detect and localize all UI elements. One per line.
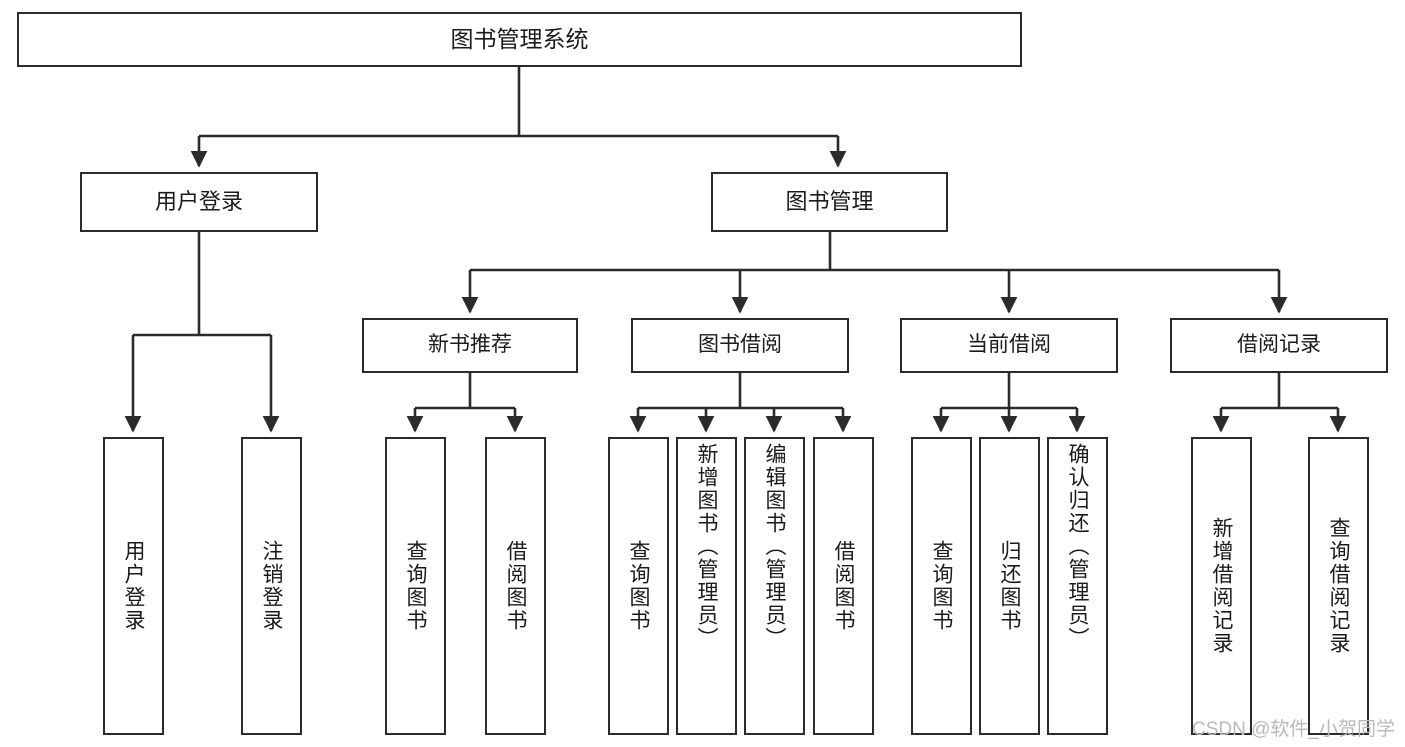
node-leaf-add-record[interactable]: 新增借阅记录	[1191, 437, 1252, 735]
node-leaf-query-book-3[interactable]: 查询图书	[911, 437, 972, 735]
node-leaf-borrow-book-1[interactable]: 借阅图书	[485, 437, 546, 735]
node-leaf-query-record[interactable]: 查询借阅记录	[1308, 437, 1369, 735]
node-label: 借阅图书	[832, 540, 855, 632]
node-leaf-borrow-book-2[interactable]: 借阅图书	[813, 437, 874, 735]
csdn-watermark: CSDN @软件_小贺同学	[1192, 719, 1395, 740]
node-leaf-query-book-2[interactable]: 查询图书	[608, 437, 669, 735]
node-label: 新增图书（管理员）	[695, 443, 718, 650]
node-label: 编辑图书（管理员）	[763, 443, 786, 650]
node-label: 查询图书	[627, 540, 650, 632]
node-label: 新书推荐	[428, 333, 512, 357]
node-root-system[interactable]: 图书管理系统	[17, 12, 1022, 67]
node-leaf-user-logout[interactable]: 注销登录	[241, 437, 302, 735]
node-label: 借阅记录	[1237, 333, 1321, 357]
node-book-borrow[interactable]: 图书借阅	[631, 318, 849, 373]
node-leaf-user-login[interactable]: 用户登录	[103, 437, 164, 735]
node-label: 图书借阅	[698, 333, 782, 357]
node-label: 查询图书	[930, 540, 953, 632]
node-label: 归还图书	[998, 540, 1021, 632]
node-leaf-add-book[interactable]: 新增图书（管理员）	[676, 437, 737, 735]
node-label: 图书管理系统	[450, 26, 589, 53]
node-label: 查询借阅记录	[1327, 517, 1350, 655]
node-label: 新增借阅记录	[1210, 517, 1233, 655]
node-user-login[interactable]: 用户登录	[80, 172, 318, 232]
node-label: 查询图书	[404, 540, 427, 632]
node-leaf-return-book[interactable]: 归还图书	[979, 437, 1040, 735]
node-current-borrow[interactable]: 当前借阅	[900, 318, 1118, 373]
node-leaf-edit-book[interactable]: 编辑图书（管理员）	[744, 437, 805, 735]
node-label: 确认归还（管理员）	[1066, 443, 1089, 650]
node-label: 注销登录	[260, 540, 283, 632]
node-book-manage[interactable]: 图书管理	[711, 172, 948, 232]
node-leaf-query-book-1[interactable]: 查询图书	[385, 437, 446, 735]
node-new-book-recommend[interactable]: 新书推荐	[362, 318, 578, 373]
node-leaf-confirm-return[interactable]: 确认归还（管理员）	[1047, 437, 1108, 735]
node-label: 用户登录	[154, 189, 243, 215]
node-label: 图书管理	[785, 189, 874, 215]
node-borrow-record[interactable]: 借阅记录	[1170, 318, 1388, 373]
node-label: 用户登录	[122, 540, 145, 632]
node-label: 借阅图书	[504, 540, 527, 632]
node-label: 当前借阅	[967, 333, 1051, 357]
